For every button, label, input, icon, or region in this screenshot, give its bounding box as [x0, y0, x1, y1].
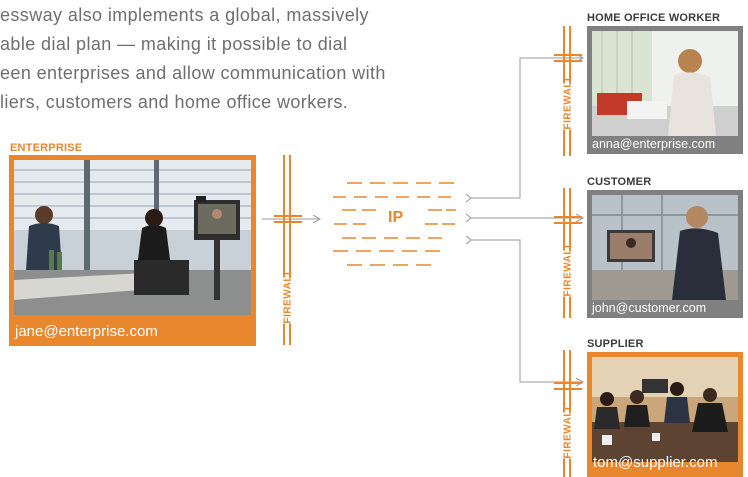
firewall-customer: FIREWALL: [554, 188, 582, 318]
customer-card: john@customer.com: [587, 190, 743, 318]
home-office-photo: [592, 31, 738, 136]
ip-network-label: IP: [388, 209, 404, 226]
firewall-label: FIREWALL: [562, 403, 574, 459]
firewall-label: FIREWALL: [562, 241, 574, 297]
home-office-card: anna@enterprise.com: [587, 26, 743, 154]
enterprise-email: jane@enterprise.com: [15, 323, 158, 340]
enterprise-label: ENTERPRISE: [10, 142, 83, 154]
intro-line-2: able dial plan — making it possible to d…: [0, 34, 348, 54]
home-office-label: HOME OFFICE WORKER: [587, 12, 721, 24]
enterprise-photo: [14, 160, 251, 315]
supplier-label: SUPPLIER: [587, 338, 644, 350]
firewall-label: FIREWALL: [562, 74, 574, 130]
supplier-card: tom@supplier.com: [587, 352, 743, 477]
supplier-email: tom@supplier.com: [593, 454, 718, 471]
supplier-photo: [592, 357, 738, 462]
home-office-email: anna@enterprise.com: [592, 137, 716, 151]
intro-line-4: liers, customers and home office workers…: [0, 92, 349, 112]
customer-label: CUSTOMER: [587, 176, 652, 188]
customer-photo: [592, 195, 738, 300]
firewall-home-office: FIREWALL: [554, 26, 582, 156]
firewall-enterprise: FIREWALL: [274, 155, 302, 345]
firewall-supplier: FIREWALL: [554, 350, 582, 477]
ip-cloud: [333, 182, 456, 266]
enterprise-card: jane@enterprise.com: [9, 155, 256, 346]
firewall-label: FIREWALL: [282, 268, 294, 324]
intro-line-1: essway also implements a global, massive…: [0, 5, 369, 25]
customer-email: john@customer.com: [592, 301, 707, 315]
intro-line-3: een enterprises and allow communication …: [0, 63, 386, 83]
